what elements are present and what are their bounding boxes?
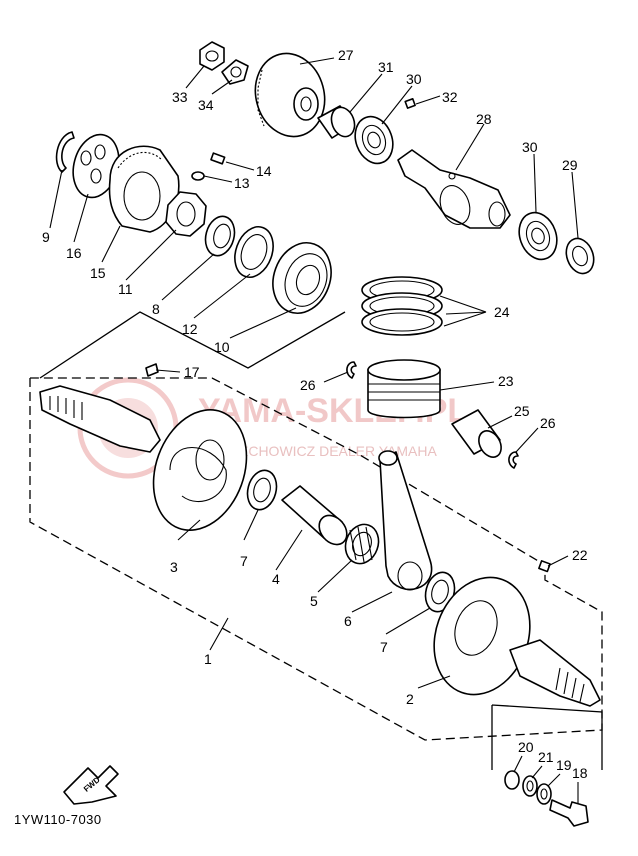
piston-rings-24[interactable] — [361, 276, 443, 336]
callout-1: 1 — [204, 651, 212, 667]
callout-10: 10 — [214, 339, 230, 355]
one-way-clutch-11[interactable] — [165, 191, 207, 237]
callout-13: 13 — [234, 175, 250, 191]
callout-17: 17 — [184, 364, 200, 380]
bearing-30-lower[interactable] — [513, 207, 563, 264]
bearing-10[interactable] — [263, 235, 340, 322]
washer-19[interactable] — [536, 783, 552, 805]
callout-33: 33 — [172, 89, 188, 105]
callout-31: 31 — [378, 59, 394, 75]
spring-13[interactable] — [191, 171, 205, 181]
nut-33[interactable] — [199, 41, 225, 71]
washer-7-left[interactable] — [243, 467, 280, 513]
callout-3: 3 — [170, 559, 178, 575]
circlip-9[interactable] — [55, 131, 75, 173]
spacer-31[interactable] — [317, 104, 358, 140]
bearing-30-upper[interactable] — [349, 111, 399, 168]
callout-9: 9 — [42, 229, 50, 245]
callout-19: 19 — [556, 757, 572, 773]
piston-23[interactable] — [367, 359, 441, 419]
lock-washer-34[interactable] — [221, 59, 249, 85]
o-ring-20[interactable] — [504, 770, 520, 790]
callout-28: 28 — [476, 111, 492, 127]
callout-21: 21 — [538, 749, 554, 765]
callout-27: 27 — [338, 47, 354, 63]
callout-23: 23 — [498, 373, 514, 389]
callout-7-left: 7 — [240, 553, 248, 569]
connecting-rod-6[interactable] — [378, 450, 433, 591]
needle-bearing-5[interactable] — [340, 520, 384, 569]
callout-4: 4 — [272, 571, 280, 587]
forward-arrow: FWD — [63, 765, 119, 805]
key-32[interactable] — [404, 98, 416, 109]
key-17[interactable] — [145, 363, 159, 377]
callout-8: 8 — [152, 301, 160, 317]
crank-right-2[interactable] — [418, 564, 601, 708]
callout-20: 20 — [518, 739, 534, 755]
callout-6: 6 — [344, 613, 352, 629]
callout-14: 14 — [256, 163, 272, 179]
circlip-26-right[interactable] — [508, 451, 519, 469]
washer-21[interactable] — [522, 775, 538, 797]
callout-16: 16 — [66, 245, 82, 261]
circlip-26-left[interactable] — [346, 361, 357, 379]
key-22[interactable] — [538, 560, 551, 573]
washer-12[interactable] — [228, 221, 280, 282]
callout-15: 15 — [90, 265, 106, 281]
callout-2: 2 — [406, 691, 414, 707]
callout-30-lower: 30 — [522, 139, 538, 155]
watermark-tagline: CIECHOWICZ DEALER YAMAHA — [225, 443, 438, 459]
balancer-gear-27[interactable] — [246, 46, 333, 145]
callout-32: 32 — [442, 89, 458, 105]
callout-25: 25 — [514, 403, 530, 419]
callout-30-upper: 30 — [406, 71, 422, 87]
bolt-18[interactable] — [549, 799, 589, 827]
leader-lines — [49, 57, 579, 804]
callout-7-right: 7 — [380, 639, 388, 655]
balancer-shaft-28[interactable] — [397, 149, 511, 229]
diagram-code: 1YW110-7030 — [14, 812, 102, 827]
callout-labels: 27 31 30 32 28 30 29 33 34 9 16 15 11 8 … — [42, 47, 588, 781]
callout-26-left: 26 — [300, 377, 316, 393]
oil-seal-29[interactable] — [562, 235, 599, 278]
callout-26-right: 26 — [540, 415, 556, 431]
crankshaft-assembly-boundary — [29, 377, 603, 741]
callout-34: 34 — [198, 97, 214, 113]
pin-14[interactable] — [210, 152, 226, 165]
crank-pin-4[interactable] — [281, 485, 352, 550]
bolt-group-box — [491, 704, 603, 770]
callout-29: 29 — [562, 157, 578, 173]
crank-left-3[interactable] — [39, 385, 263, 543]
callout-24: 24 — [494, 304, 510, 320]
piston-pin-25[interactable] — [451, 409, 506, 461]
callout-18: 18 — [572, 765, 588, 781]
callout-5: 5 — [310, 593, 318, 609]
spacer-8[interactable] — [201, 213, 238, 259]
callout-22: 22 — [572, 547, 588, 563]
callout-12: 12 — [182, 321, 198, 337]
callout-11: 11 — [118, 281, 133, 297]
bearing-group-box — [39, 311, 346, 379]
